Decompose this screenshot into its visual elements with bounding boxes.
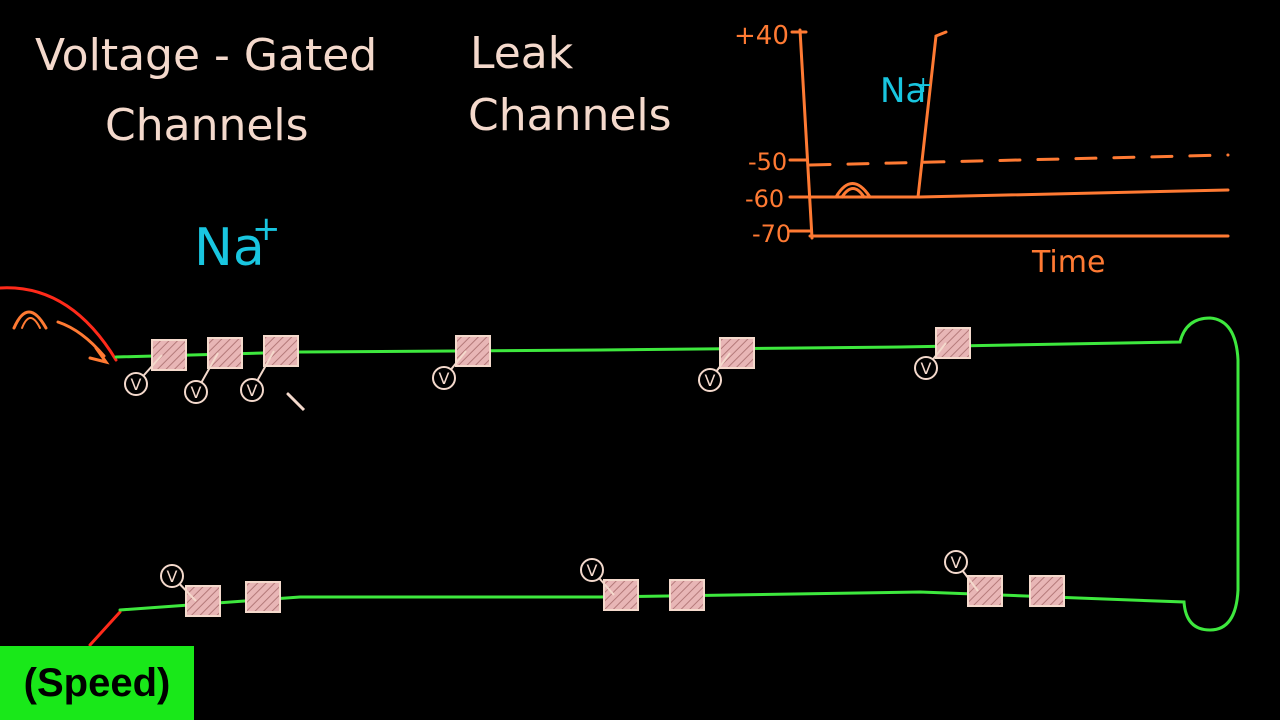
graph-sodium-label: Na — [880, 71, 926, 111]
stimulus-arrow — [0, 286, 122, 647]
channel-box — [719, 337, 755, 369]
voltage-sensor-label: V — [951, 553, 962, 572]
small-depolarization-bump — [834, 182, 872, 199]
leak-title-line2: Channels — [468, 90, 672, 141]
voltage-sensor — [580, 558, 604, 582]
voltage-sensor-label: V — [705, 371, 716, 390]
y-tick-plus40: +40 — [734, 21, 789, 51]
channel-box — [151, 339, 187, 371]
voltage-sensor — [698, 368, 722, 392]
ion-channels: V V V V V V V V V — [124, 327, 1065, 617]
membrane-trace-line — [808, 188, 1230, 199]
voltage-sensor-label: V — [131, 375, 142, 394]
membrane-potential-graph — [788, 28, 1230, 240]
voltage-sensor-label: V — [439, 369, 450, 388]
voltage-sensor — [914, 356, 938, 380]
voltage-sensor-label: V — [247, 381, 258, 400]
voltage-sensor — [160, 564, 184, 588]
voltage-gated-title-line2: Channels — [105, 100, 309, 151]
channel-box — [207, 337, 243, 369]
axon-membrane — [114, 316, 1240, 632]
voltage-sensor — [124, 372, 148, 396]
channel-box — [245, 581, 281, 613]
channel-box — [1029, 575, 1065, 607]
threshold-dashed-line — [808, 153, 1230, 167]
voltage-sensor — [240, 378, 264, 402]
voltage-sensor-label: V — [167, 567, 178, 586]
graph-y-axis — [798, 28, 814, 240]
pen-cursor-icon — [286, 392, 306, 412]
voltage-sensor — [944, 550, 968, 574]
y-tick-minus50: -50 — [748, 148, 787, 176]
voltage-sensor-label: V — [921, 359, 932, 378]
voltage-sensor — [432, 366, 456, 390]
leak-title-line1: Leak — [470, 28, 574, 79]
voltage-sensor-label: V — [191, 383, 202, 402]
channel-box — [967, 575, 1003, 607]
channel-box — [455, 335, 491, 367]
speed-badge: (Speed) — [0, 646, 194, 720]
voltage-sensor — [184, 380, 208, 404]
sodium-ion-label: Na — [194, 218, 265, 278]
voltage-sensor-label: V — [587, 561, 598, 580]
channel-box — [185, 585, 221, 617]
spike-upstroke — [916, 30, 948, 199]
channel-box — [669, 579, 705, 611]
graph-sodium-charge: + — [914, 73, 932, 98]
channel-box — [263, 335, 299, 367]
y-tick-minus70: -70 — [752, 220, 791, 248]
channel-box — [935, 327, 971, 359]
voltage-gated-title-line1: Voltage - Gated — [35, 30, 377, 81]
sodium-ion-charge: + — [252, 209, 281, 249]
y-tick-minus60: -60 — [745, 185, 784, 213]
graph-x-label: Time — [1031, 245, 1105, 280]
channel-box — [603, 579, 639, 611]
